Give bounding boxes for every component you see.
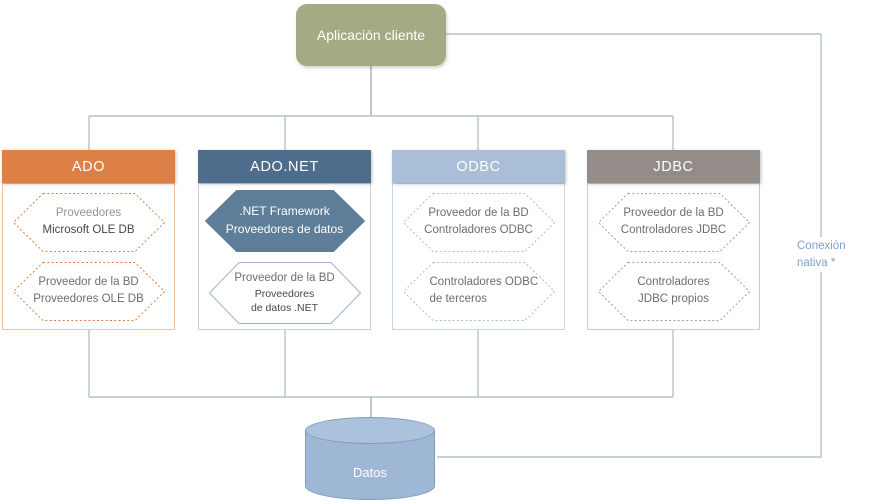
hexagon-label: Proveedor de la BD Controladores ODBC	[424, 207, 533, 236]
hexagon-ado-providers: Proveedores Microsoft OLE DB	[13, 193, 165, 252]
panel-ado-header: ADO	[2, 150, 175, 183]
hexagon-outline	[598, 193, 750, 252]
hexagon-jdbc-drivers: Proveedor de la BD Controladores JDBC	[598, 193, 750, 252]
panel-odbc: ODBC Proveedor de la BD Controladores OD…	[392, 150, 565, 330]
hexagon-ado-db-provider: Proveedor de la BD Proveedores OLE DB	[13, 262, 165, 321]
hexagon-jdbc-native-drivers: Controladores JDBC propios	[598, 262, 750, 321]
client-application-label: Aplicación cliente	[316, 27, 426, 43]
client-application-box: Aplicación cliente	[296, 4, 446, 66]
panel-adonet-header: ADO.NET	[198, 150, 371, 183]
hexagon-outline	[403, 193, 555, 252]
hexagon-adonet-db-provider: Proveedor de la BD Proveedores de datos …	[209, 262, 361, 324]
hexagon-odbc-thirdparty: Controladores ODBC de terceros	[403, 262, 555, 321]
panel-ado-body: Proveedores Microsoft OLE DB Proveedor d…	[2, 183, 175, 330]
hexagon-label: Controladores JDBC propios	[637, 276, 710, 305]
hexagon-adonet-framework-providers: .NET Framework Proveedores de datos	[205, 190, 365, 252]
panel-adonet: ADO.NET .NET Framework Proveedores de da…	[198, 150, 371, 330]
datastore-label: Datos	[353, 464, 387, 480]
panel-ado: ADO Proveedores Microsoft OLE DB Proveed…	[2, 150, 175, 330]
hexagon-outline	[13, 262, 165, 321]
hexagon-label: Proveedores Microsoft OLE DB	[42, 207, 135, 236]
panel-odbc-header: ODBC	[392, 150, 565, 183]
panel-odbc-body: Proveedor de la BD Controladores ODBC Co…	[392, 183, 565, 330]
hexagon-outline	[13, 193, 165, 252]
panel-jdbc-header: JDBC	[587, 150, 760, 183]
hexagon-label: .NET Framework Proveedores de datos	[225, 204, 344, 236]
hexagon-label: Proveedor de la BD Controladores JDBC	[620, 207, 727, 236]
datastore-cylinder-top	[305, 417, 435, 444]
hexagon-label: Proveedor de la BD Proveedores de datos …	[234, 271, 335, 314]
top-column-drop-connectors	[88, 116, 674, 150]
hexagon-outline	[209, 262, 361, 324]
hexagon-odbc-drivers: Proveedor de la BD Controladores ODBC	[403, 193, 555, 252]
hexagon-outline	[403, 262, 555, 321]
hexagon-outline	[598, 262, 750, 321]
bottom-column-drop-connectors	[88, 330, 674, 397]
hexagon-shape	[205, 190, 365, 252]
datastore-cylinder: Datos	[305, 417, 435, 502]
panel-adonet-body: .NET Framework Proveedores de datos Prov…	[198, 183, 371, 330]
hexagon-label: Controladores ODBC de terceros	[429, 276, 539, 305]
hexagon-label: Proveedor de la BD Proveedores OLE DB	[33, 276, 144, 305]
panel-jdbc-body: Proveedor de la BD Controladores JDBC Co…	[587, 183, 760, 330]
panel-jdbc: JDBC Proveedor de la BD Controladores JD…	[587, 150, 760, 330]
native-connection-label: Conexión nativa *	[794, 237, 849, 273]
